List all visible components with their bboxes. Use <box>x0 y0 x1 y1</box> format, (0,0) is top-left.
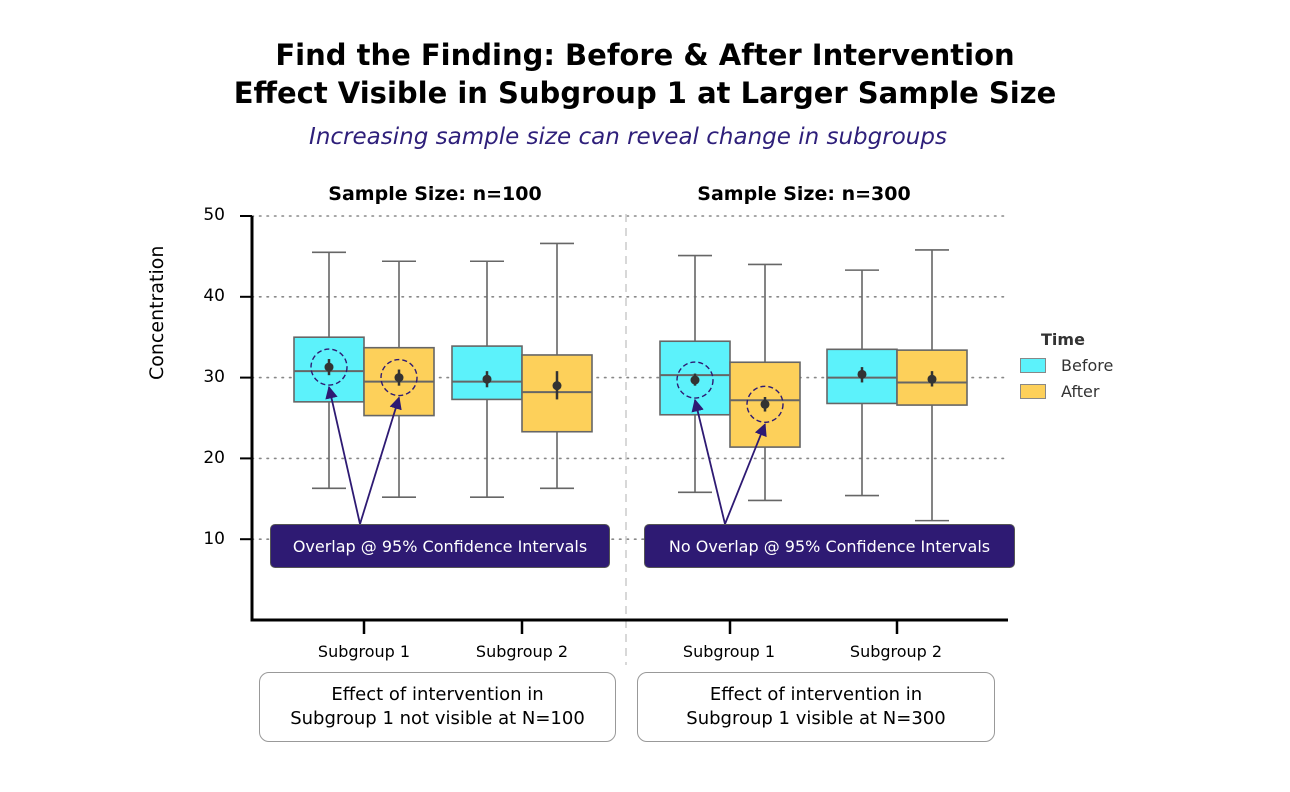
mean-point <box>394 373 404 383</box>
annotation-arrow <box>691 398 726 525</box>
legend-swatch-before <box>1020 358 1046 373</box>
note-n300: Effect of intervention in Subgroup 1 vis… <box>637 672 995 742</box>
note-n300-line-1: Effect of intervention in <box>709 684 923 705</box>
y-tick-label: 10 <box>203 529 225 549</box>
annotation-arrow <box>359 396 402 525</box>
y-tick-label: 20 <box>203 448 225 468</box>
note-n100-line-1: Effect of intervention in <box>331 684 544 705</box>
ci-highlight-circle <box>380 358 418 397</box>
y-tick-label: 40 <box>203 286 225 306</box>
note-n300-line-2: Subgroup 1 visible at N=300 <box>686 708 946 729</box>
x-tick-label: Subgroup 1 <box>317 642 411 661</box>
legend-item-after: After <box>1020 382 1099 401</box>
chart-title-line-2: Effect Visible in Subgroup 1 at Larger S… <box>233 76 1057 110</box>
legend-title: Time <box>1041 330 1085 349</box>
chart-title-line-1: Find the Finding: Before & After Interve… <box>275 38 1015 72</box>
legend-label-after: After <box>1061 382 1100 401</box>
mean-point <box>690 375 700 385</box>
panel-title-n300: Sample Size: n=300 <box>697 183 911 205</box>
callout-overlap: Overlap @ 95% Confidence Intervals <box>270 524 610 568</box>
ci-highlight-circle <box>746 385 784 423</box>
ci-highlight-circle <box>676 361 714 399</box>
annotation-arrow <box>724 423 767 525</box>
x-tick-label: Subgroup 2 <box>849 642 943 661</box>
ci-highlight-circle <box>310 348 348 386</box>
chart-subtitle: Increasing sample size can reveal change… <box>309 124 947 150</box>
x-tick-label: Subgroup 2 <box>475 642 569 661</box>
legend-label-before: Before <box>1061 356 1114 375</box>
panel-title-n100: Sample Size: n=100 <box>328 183 542 205</box>
mean-point <box>552 381 562 391</box>
note-n100-line-2: Subgroup 1 not visible at N=100 <box>290 708 585 729</box>
mean-point <box>857 369 867 379</box>
legend-item-before: Before <box>1020 356 1113 375</box>
x-tick-label: Subgroup 1 <box>682 642 776 661</box>
annotation-arrow <box>325 385 361 525</box>
mean-point <box>324 362 334 372</box>
y-tick-label: 30 <box>203 367 225 387</box>
legend-swatch-after <box>1020 384 1046 399</box>
note-n100: Effect of intervention in Subgroup 1 not… <box>259 672 616 742</box>
mean-point <box>482 374 492 384</box>
box-after <box>896 349 968 406</box>
y-tick-label: 50 <box>203 205 225 225</box>
mean-point <box>927 374 937 384</box>
mean-point <box>760 399 770 409</box>
callout-no-overlap: No Overlap @ 95% Confidence Intervals <box>644 524 1015 568</box>
